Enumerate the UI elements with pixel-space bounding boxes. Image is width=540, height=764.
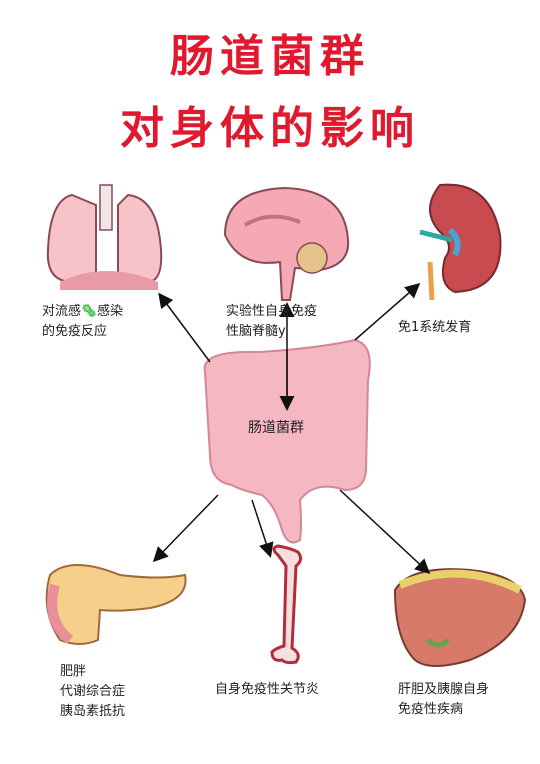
pancreas-illustration (45, 564, 187, 645)
arrows (152, 283, 431, 575)
liver-illustration (393, 568, 527, 667)
intestine-illustration (203, 338, 371, 544)
arrow-to-liver (339, 489, 431, 575)
arrow-to-kidney (354, 283, 421, 341)
label-bone: 自身免疫性关节炎 (215, 682, 320, 697)
label-liver: 肝胆及胰腺自身 免疫性疾病 (398, 682, 490, 717)
arrow-to-lungs (158, 292, 211, 363)
title-line-1: 肠道菌群 (170, 31, 370, 82)
label-pancreas: 肥胖 代谢综合症 胰岛素抵抗 (60, 664, 126, 719)
label-lungs: 对流感🦠感染 的免疫反应 (42, 304, 124, 339)
bone-illustration (270, 544, 303, 665)
center-label: 肠道菌群 (248, 420, 304, 436)
label-brain: 实验性自身免疫 性脑脊髓y (226, 304, 318, 339)
lungs-illustration (46, 184, 163, 290)
label-kidney: 免1系统发育 (398, 320, 472, 335)
title-line-2: 对身体的影响 (120, 103, 420, 154)
kidney-illustration (419, 183, 502, 301)
arrow-to-pancreas (152, 494, 219, 563)
arrow-to-bone (251, 499, 274, 558)
brain-illustration (223, 186, 350, 301)
